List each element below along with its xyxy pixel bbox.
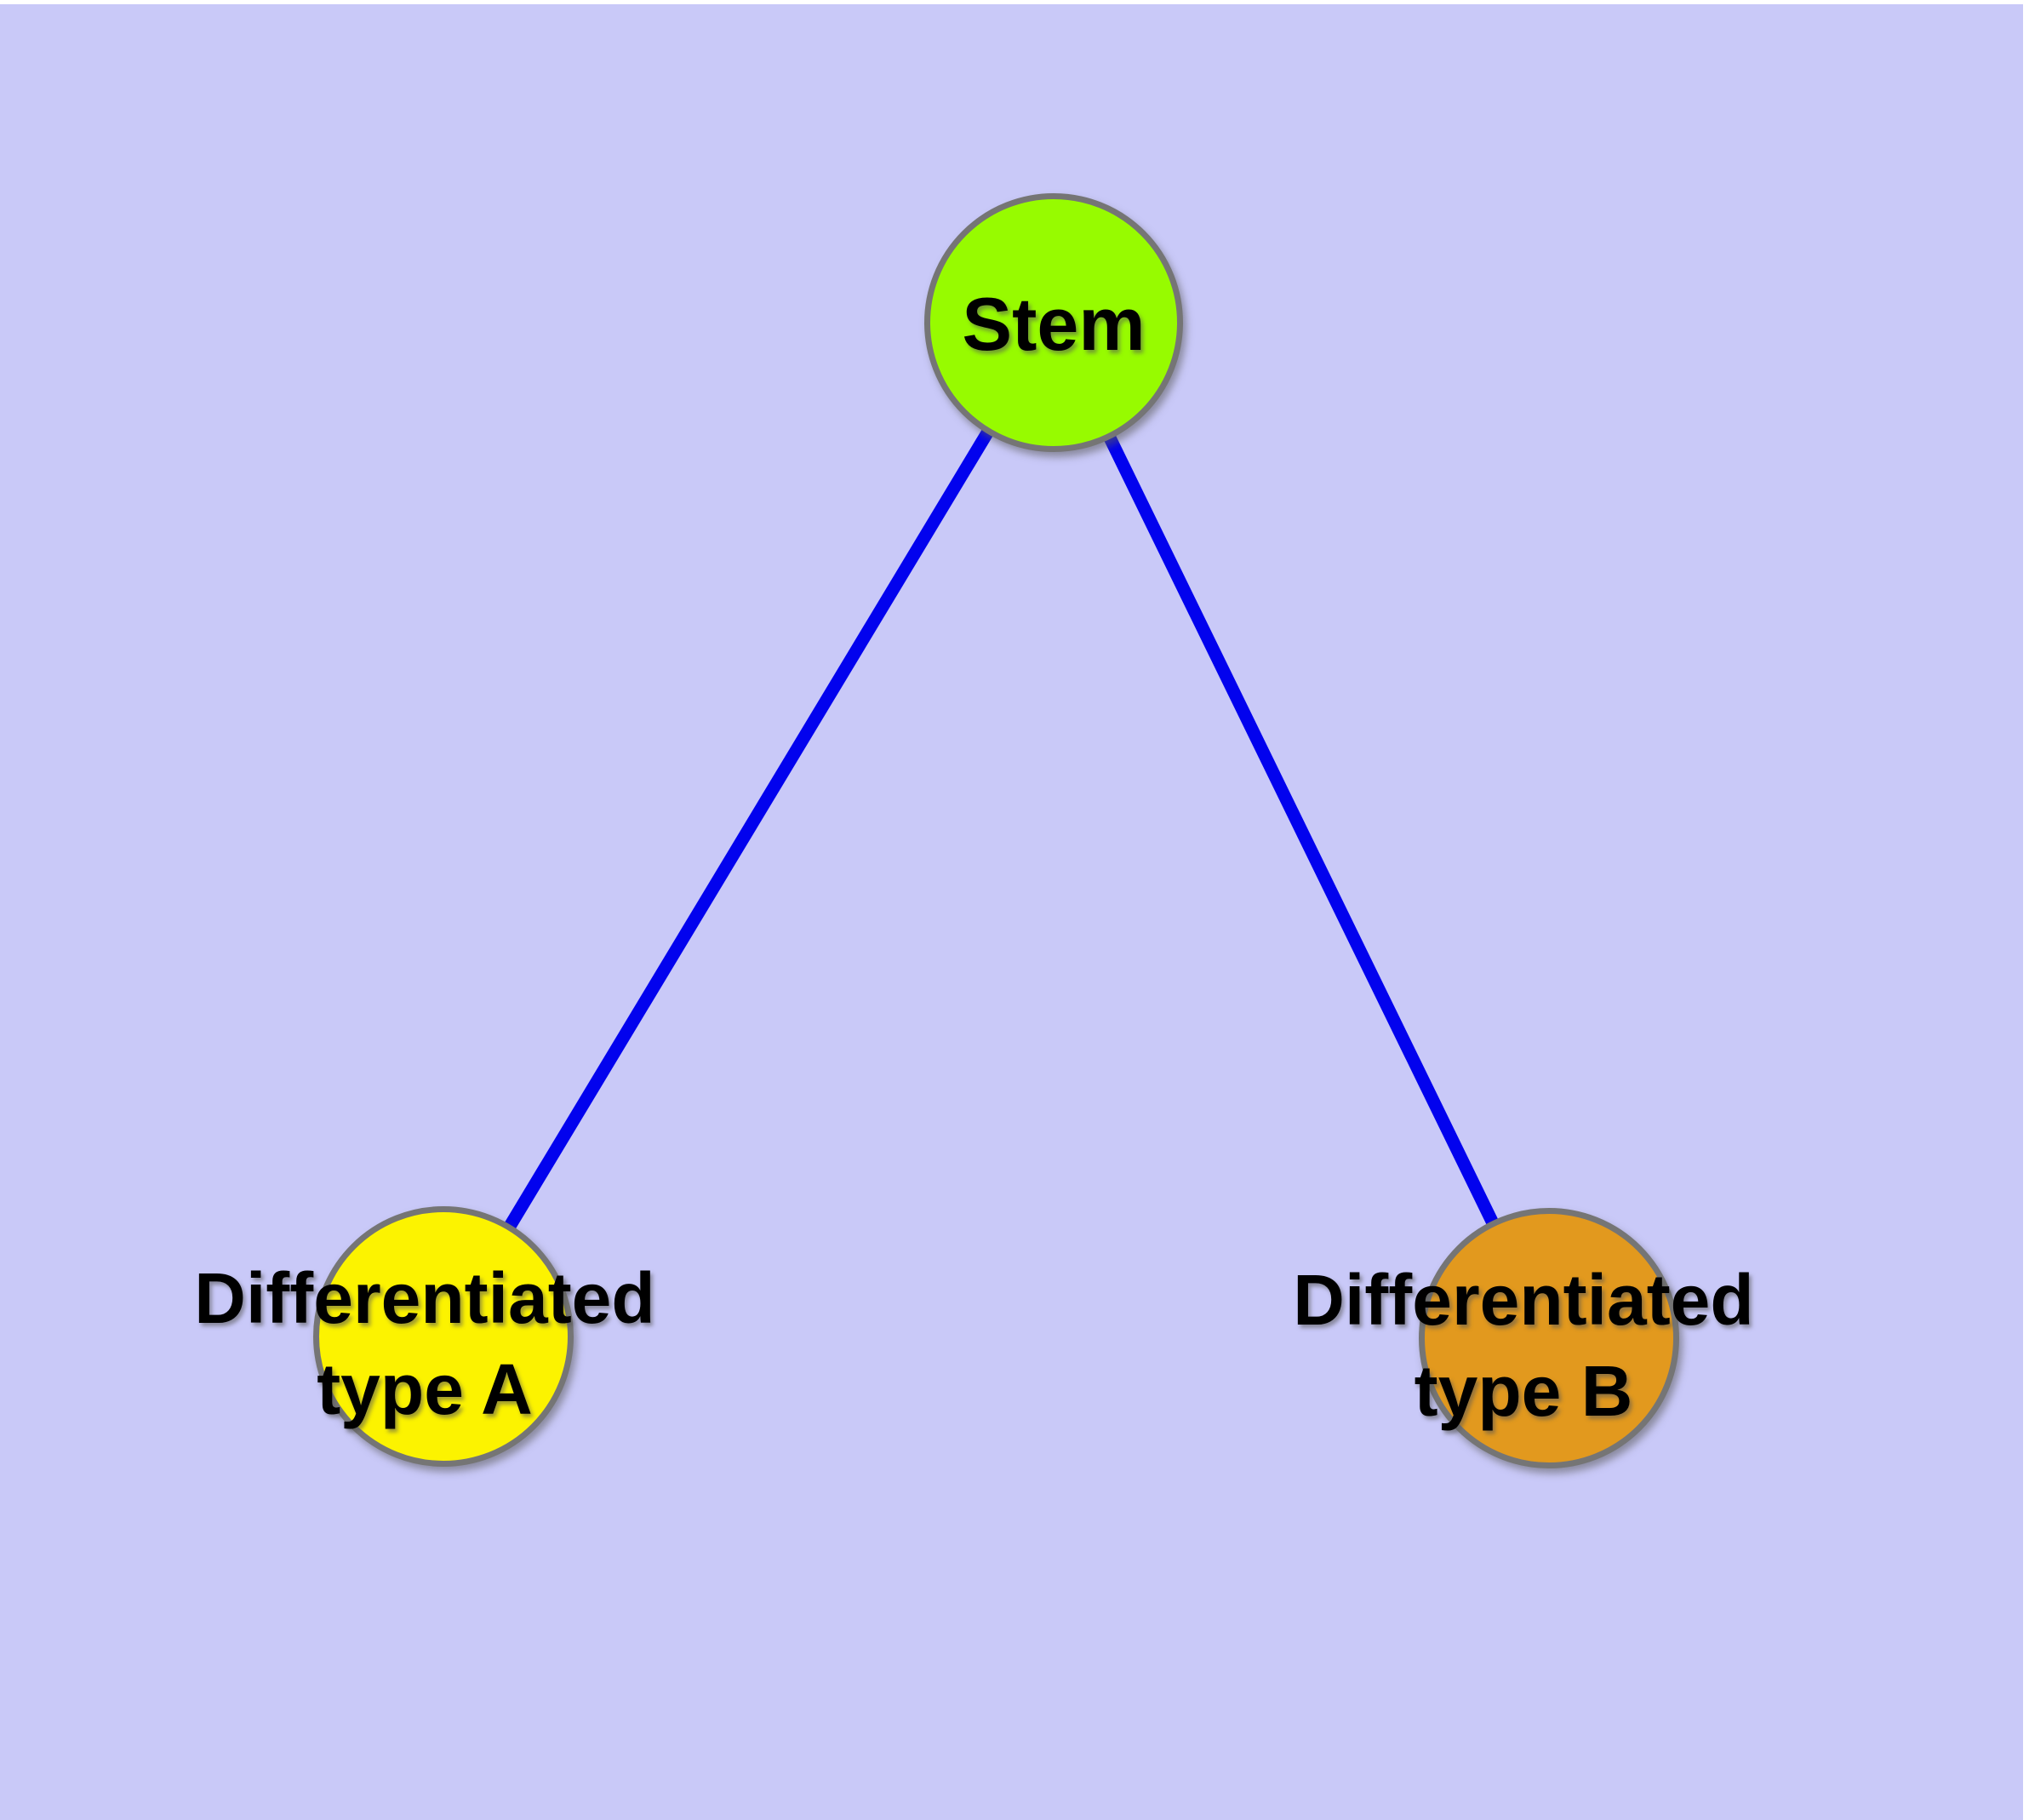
- node-stem-label-line: Stem: [962, 282, 1146, 366]
- edges-layer: [437, 319, 1555, 1342]
- node-type-a-label: Differentiated type A: [194, 1253, 654, 1435]
- edge-stem-to-type-a: [437, 319, 1060, 1340]
- node-type-a-label-line-2: type A: [317, 1349, 533, 1429]
- node-type-b-label-line-1: Differentiated: [1293, 1260, 1754, 1340]
- node-type-b-circle: [1419, 1208, 1679, 1468]
- node-stem-label: Stem: [962, 282, 1145, 367]
- node-type-b-label: Differentiated type B: [1293, 1255, 1753, 1437]
- node-type-a-label-line-1: Differentiated: [194, 1258, 655, 1338]
- edge-stem-to-type-b: [1048, 319, 1555, 1342]
- diagram-canvas: Stem Differentiated type A Differentiate…: [0, 4, 2023, 1820]
- node-type-b-label-line-2: type B: [1414, 1351, 1633, 1431]
- node-stem-circle: [924, 193, 1183, 452]
- node-type-a-circle: [313, 1206, 574, 1467]
